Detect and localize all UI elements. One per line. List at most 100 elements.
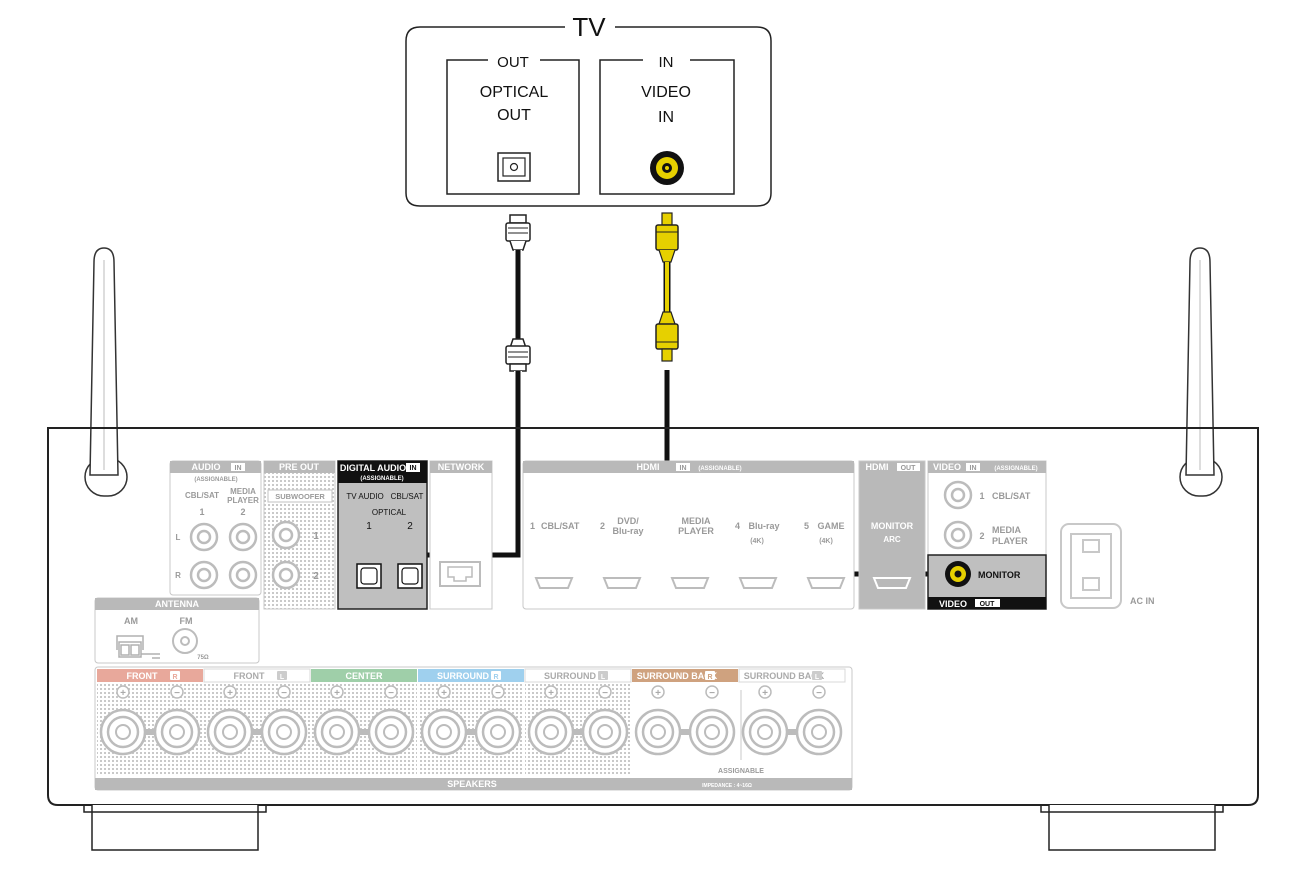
speaker-group-center: CENTER+−	[311, 669, 417, 776]
svg-text:−: −	[495, 688, 501, 699]
svg-text:DVD/: DVD/	[617, 516, 639, 526]
audio-in-tag: IN	[235, 465, 242, 472]
svg-text:(4K): (4K)	[819, 538, 833, 545]
hdmi-out-tag: OUT	[901, 465, 917, 472]
tv-video-in-section: IN VIDEO IN	[599, 54, 735, 195]
optical-in-port-2	[397, 563, 423, 589]
hdmi-in-port-1: 1 CBL/SAT	[530, 521, 580, 589]
pre-out-subwoofer: SUBWOOFER	[275, 492, 325, 501]
audio-in-l-mark: L	[176, 533, 181, 542]
svg-text:Blu-ray: Blu-ray	[748, 521, 779, 531]
svg-text:MEDIA: MEDIA	[682, 516, 712, 526]
svg-text:+: +	[548, 688, 554, 699]
ethernet-port-icon	[439, 561, 481, 587]
video-in-label-1: CBL/SAT	[992, 491, 1031, 501]
video-out-monitor: MONITOR	[978, 570, 1021, 580]
speakers-assignable: ASSIGNABLE	[718, 768, 764, 775]
antenna-left	[84, 247, 128, 497]
antenna-ohm: 75Ω	[197, 655, 209, 661]
svg-text:+: +	[120, 688, 126, 699]
speaker-side-mark: R	[493, 674, 498, 681]
svg-text:+: +	[655, 688, 661, 699]
svg-text:Blu-ray: Blu-ray	[612, 526, 643, 536]
svg-text:−: −	[281, 688, 287, 699]
receiver-body	[47, 427, 1259, 851]
speaker-side-mark: L	[601, 674, 606, 681]
tv-video-label-2: IN	[658, 109, 674, 126]
antenna-right	[1179, 247, 1223, 497]
hdmi-in-panel: HDMI IN (ASSIGNABLE) 1 CBL/SAT 2 DVD/ Bl…	[522, 460, 855, 610]
digital-audio-panel: DIGITAL AUDIO IN (ASSIGNABLE) TV AUDIO C…	[337, 460, 428, 610]
hdmi-out-title: HDMI	[866, 462, 889, 472]
hdmi-in-port-4: 4 Blu-ray (4K)	[735, 521, 780, 589]
speaker-side-mark: L	[815, 674, 820, 681]
svg-text:GAME: GAME	[818, 521, 845, 531]
hdmi-out-panel: HDMI OUT MONITOR ARC	[858, 460, 926, 610]
speaker-side-mark: L	[280, 674, 285, 681]
ac-in-socket: AC IN	[1060, 523, 1155, 609]
hdmi-in-port-3: MEDIA PLAYER	[670, 516, 714, 589]
pre-out-title: PRE OUT	[279, 462, 320, 472]
audio-in-col2a: MEDIA	[230, 487, 256, 496]
digital-audio-num-1: 1	[366, 521, 372, 532]
video-in-panel: VIDEO IN (ASSIGNABLE) 1 CBL/SAT 2 MEDIA …	[927, 460, 1047, 556]
optical-in-port-1	[356, 563, 382, 589]
video-in-num-2: 2	[979, 531, 984, 541]
speakers-title: SPEAKERS	[447, 779, 497, 789]
optical-plug-bottom	[505, 338, 531, 372]
digital-audio-assignable: (ASSIGNABLE)	[360, 476, 403, 482]
antenna-title: ANTENNA	[155, 599, 199, 609]
optical-plug-top	[505, 214, 531, 251]
network-panel: NETWORK	[429, 460, 493, 610]
svg-text:(4K): (4K)	[750, 538, 764, 545]
am-terminal-icon	[116, 635, 160, 659]
tv-video-label-1: VIDEO	[641, 84, 691, 101]
video-in-title: VIDEO	[933, 462, 961, 472]
speaker-side-mark: R	[172, 674, 177, 681]
hdmi-in-port-2: 2 DVD/ Blu-ray	[600, 516, 644, 589]
rca-plug-bottom	[655, 311, 679, 362]
svg-text:PLAYER: PLAYER	[678, 526, 714, 536]
svg-text:+: +	[762, 688, 768, 699]
video-in-label-2b: PLAYER	[992, 536, 1028, 546]
tv-optical-label-1: OPTICAL	[480, 84, 549, 101]
audio-in-panel: AUDIO IN (ASSIGNABLE) CBL/SAT 1 MEDIA PL…	[169, 460, 262, 596]
tv-in-header: IN	[659, 54, 674, 71]
video-in-label-2a: MEDIA	[992, 525, 1022, 535]
speaker-side-mark: R	[707, 674, 712, 681]
digital-audio-num-2: 2	[407, 521, 413, 532]
digital-audio-in-tag: IN	[410, 465, 417, 472]
antenna-am: AM	[124, 616, 138, 626]
network-title: NETWORK	[438, 462, 485, 472]
hdmi-in-tag: IN	[680, 465, 687, 472]
speaker-group-label: SURROUND BACK	[637, 671, 718, 681]
audio-in-title: AUDIO	[192, 462, 221, 472]
digital-audio-title: DIGITAL AUDIO	[340, 463, 406, 473]
tv-optical-label-2: OUT	[497, 107, 531, 124]
tv-title: TV	[572, 12, 606, 42]
pre-out-num-2: 2	[313, 571, 319, 582]
pre-out-panel: PRE OUT SUBWOOFER 1 2	[263, 460, 336, 610]
speaker-group-label: FRONT	[127, 671, 158, 681]
video-out-tag: OUT	[980, 601, 996, 608]
video-in-assignable: (ASSIGNABLE)	[994, 466, 1037, 472]
svg-text:CBL/SAT: CBL/SAT	[541, 521, 580, 531]
digital-audio-cbl-sat: CBL/SAT	[391, 492, 424, 501]
svg-text:2: 2	[600, 521, 605, 531]
tv-optical-out-section: OUT OPTICAL OUT	[446, 54, 580, 195]
hdmi-in-title: HDMI	[637, 462, 660, 472]
ac-in-label: AC IN	[1130, 596, 1155, 606]
speaker-group-label: SURROUND BACK	[744, 671, 825, 681]
pre-out-num-1: 1	[313, 531, 319, 542]
svg-text:−: −	[816, 688, 822, 699]
video-out-panel: MONITOR VIDEO OUT	[927, 554, 1047, 610]
speaker-group-label: CENTER	[345, 671, 383, 681]
digital-audio-tv-audio: TV AUDIO	[346, 492, 383, 501]
audio-in-col2b: PLAYER	[227, 496, 259, 505]
